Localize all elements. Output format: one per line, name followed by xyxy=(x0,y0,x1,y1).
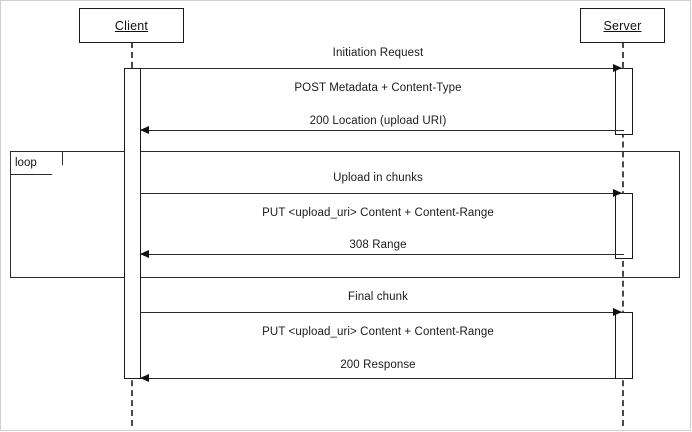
message-line-200-location xyxy=(140,130,624,131)
message-caption-put-chunk: PUT <upload_uri> Content + Content-Range xyxy=(262,207,494,219)
message-caption-308-range: 308 Range xyxy=(349,239,407,251)
loop-fragment-operator-label: loop xyxy=(15,157,37,169)
activation-bar-server-chunk xyxy=(615,193,633,259)
message-arrowhead-put-final-chunk xyxy=(613,308,622,316)
loop-fragment-tab: loop xyxy=(11,152,63,175)
message-caption-put-final-chunk: PUT <upload_uri> Content + Content-Range xyxy=(262,326,494,338)
message-caption-initiation-request: Initiation Request xyxy=(332,47,424,59)
activation-bar-server-final xyxy=(615,312,633,379)
message-arrowhead-308-range xyxy=(140,250,149,258)
message-line-post-metadata xyxy=(140,68,624,69)
participant-box-server[interactable]: Server xyxy=(580,8,665,43)
loop-fragment[interactable] xyxy=(10,151,680,278)
participant-label-client: Client xyxy=(114,18,149,33)
participant-label-server: Server xyxy=(603,18,642,33)
message-caption-final-chunk: Final chunk xyxy=(348,291,408,303)
message-arrowhead-200-response xyxy=(140,374,149,382)
message-line-200-response xyxy=(140,378,624,379)
message-arrowhead-post-metadata xyxy=(613,64,622,72)
activation-bar-client xyxy=(124,68,141,379)
message-arrowhead-put-chunk xyxy=(613,189,622,197)
message-arrowhead-200-location xyxy=(140,126,149,134)
activation-bar-server-initiation xyxy=(615,68,633,135)
message-caption-post-metadata: POST Metadata + Content-Type xyxy=(294,82,462,94)
message-line-put-final-chunk xyxy=(140,312,624,313)
message-caption-upload-in-chunks: Upload in chunks xyxy=(333,172,423,184)
message-line-308-range xyxy=(140,254,624,255)
message-caption-200-location: 200 Location (upload URI) xyxy=(309,115,447,127)
message-caption-200-response: 200 Response xyxy=(340,359,416,371)
message-line-put-chunk xyxy=(140,193,624,194)
participant-box-client[interactable]: Client xyxy=(79,8,184,43)
